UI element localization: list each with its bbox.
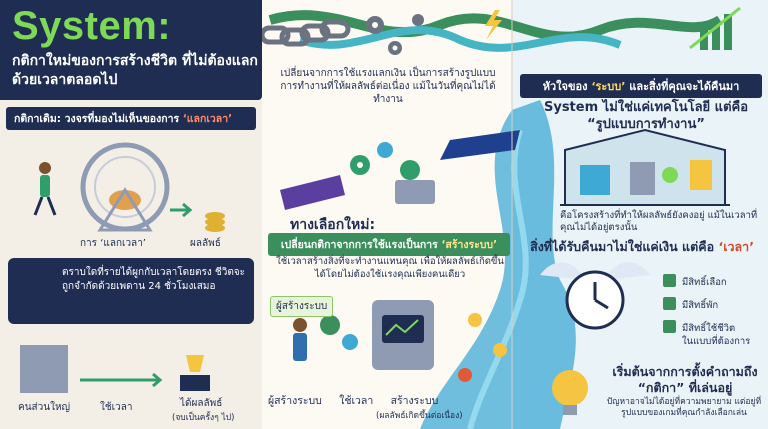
label-one-time: (จบเป็นครั้งๆ ไป) [172, 413, 235, 423]
label-majority: คนส่วนใหญ่ [18, 402, 71, 413]
time-return-title: สิ่งที่ได้รับคืนมาไม่ใช่แค่เงิน แต่คือ ‘… [520, 237, 764, 257]
old-rule-banner-highlight: ‘แลกเวลา’ [182, 113, 233, 125]
coin-stack-icon [205, 212, 225, 232]
center-intro-text: เปลี่ยนจากการใช้แรงแลกเงิน เป็นการสร้างร… [280, 68, 496, 105]
center-desc-text: ใช้เวลาสร้างสิ่งที่จะทำงานแทนคุณ เพื่อให… [276, 256, 504, 280]
person-walking-icon [33, 162, 57, 216]
system-definition-caption: คือโครงสร้างที่ทำให้ผลลัพธ์ยังคงอยู่ แม้… [560, 210, 758, 233]
title-block [0, 0, 262, 100]
handshake-gears-illustration [280, 130, 520, 210]
time-return-prefix: สิ่งที่ได้รับคืนมาไม่ใช่แค่เงิน แต่คือ [530, 239, 715, 254]
builder-tag: ผู้สร้างระบบ [270, 296, 334, 317]
new-rule-banner-text: เปลี่ยนกติกาจากการใช้แรงเป็นการ [280, 239, 438, 251]
checkmark-icon [663, 274, 676, 333]
time-return-highlight: ‘เวลา’ [718, 239, 754, 254]
chain-icon [259, 19, 351, 47]
label-trade-time: การ ‘แลกเวลา’ [80, 238, 146, 249]
green-ribbon [268, 10, 723, 42]
system-heart-prefix: หัวใจของ [542, 80, 588, 93]
river-flow [420, 100, 576, 429]
start-question-title: เริ่มต้นจากการตั้งคำถามถึง “กติกา” ที่เล… [612, 364, 758, 395]
hamster-wheel-panel [8, 130, 254, 252]
label-continuous: (ผลลัพธ์เกิดขึ้นต่อเนื่อง) [376, 411, 463, 421]
arrow-right-icon [170, 202, 193, 218]
start-question-caption: ปัญหาอาจไม่ได้อยู่ที่ความพยายาม แต่อยู่ท… [606, 397, 762, 418]
gear-icon [366, 14, 424, 55]
label-builder: ผู้สร้างระบบ [268, 395, 322, 407]
time-limit-panel [8, 258, 254, 324]
growth-chart-icon [689, 6, 741, 50]
label-build-system: สร้างระบบ [390, 395, 439, 407]
new-rule-banner: เปลี่ยนกติกาจากการใช้แรงเป็นการ ‘สร้างระ… [268, 233, 510, 256]
right-item-rest: มีสิทธิ์พัก [682, 300, 719, 311]
label-result: ผลลัพธ์ [190, 238, 221, 249]
builder-machine-illustration [293, 300, 507, 382]
system-definition-title: System ไม่ใช่แค่เทคโนโลยี แต่คือ “รูปแบบ… [543, 100, 749, 132]
lightbulb-question-icon [552, 370, 588, 415]
right-item-way: ในแบบที่ต้องการ [682, 336, 751, 347]
page-subtitle: กติกาใหม่ของการสร้างชีวิต ที่ไม่ต้องแลกด… [12, 53, 258, 88]
new-choice-title: ทางเลือกใหม่: [290, 217, 376, 233]
wall-trophy-illustration [20, 345, 210, 393]
lightning-icon [485, 10, 502, 40]
builder-flow-labels: ผู้สร้างระบบ ใช้เวลา สร้างระบบ [268, 392, 438, 409]
river-highlight [467, 129, 529, 429]
right-item-live: มีสิทธิ์ใช้ชีวิต [682, 323, 736, 334]
label-use-time-new: ใช้เวลา [339, 395, 374, 407]
label-get-result: ได้ผลลัพธ์ [180, 398, 223, 409]
label-use-time-old: ใช้เวลา [100, 402, 133, 413]
old-rule-banner-text: กติกาเดิม: วงจรที่มองไม่เห็นของการ [14, 113, 180, 125]
new-rule-banner-highlight: ‘สร้างระบบ’ [441, 239, 498, 251]
teal-ribbon [298, 26, 622, 52]
winged-clock-icon [540, 262, 650, 330]
right-item-choose: มีสิทธิ์เลือก [682, 277, 727, 288]
system-heart-suffix: และสิ่งที่คุณจะได้คืนมา [629, 80, 740, 93]
system-heart-banner: หัวใจของ ‘ระบบ’ และสิ่งที่คุณจะได้คืนมา [520, 74, 762, 98]
time-limit-text: ตราบใดที่รายได้ผูกกับเวลาโดยตรง ชีวิตจะถ… [62, 267, 246, 292]
system-house-illustration [560, 128, 730, 206]
page-title: System: [12, 4, 172, 48]
old-rule-banner: กติกาเดิม: วงจรที่มองไม่เห็นของการ ‘แลกเ… [6, 107, 256, 130]
hamster-wheel-icon [80, 142, 170, 232]
system-heart-highlight: ‘ระบบ’ [591, 80, 626, 93]
